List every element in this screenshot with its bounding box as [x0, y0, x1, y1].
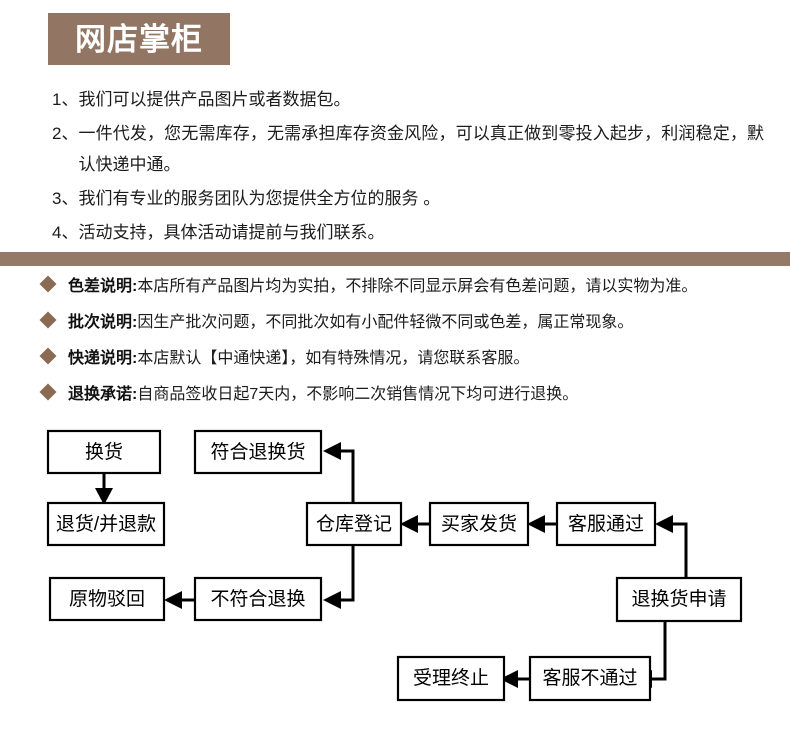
notes-list: 色差说明: 本店所有产品图片均为实拍，不排除不同显示屏会有色差问题，请以实物为准…: [39, 275, 772, 420]
flow-node-label: 退换货申请: [631, 588, 726, 610]
note-item: 批次说明: 因生产批次问题，不同批次如有小配件轻微不同或色差，属正常现象。: [39, 311, 772, 334]
flow-arrow-bufuhe-to-yuanwu: [164, 591, 194, 609]
note-label: 快递说明:: [68, 350, 138, 367]
flow-node-cangku-dengji[interactable]: 仓库登记: [305, 501, 403, 547]
flow-node-label: 客服通过: [568, 513, 644, 535]
note-label: 色差说明:: [68, 278, 138, 295]
flow-node-tuihuanhuo-shenqing[interactable]: 退换货申请: [615, 576, 743, 623]
flow-arrow-huanhuo-to-tuihuo: [95, 473, 113, 505]
diamond-bullet-icon: [39, 311, 57, 329]
flow-arrow-maijia-to-cangku: [400, 515, 430, 533]
diamond-bullet-icon: [39, 383, 57, 401]
flow-arrow-shenqing-to-kefu-tongguo: [655, 515, 688, 578]
flow-node-kefu-butongguo[interactable]: 客服不通过: [528, 655, 652, 702]
intro-list-item: 1、 我们可以提供产品图片或者数据包。: [52, 84, 764, 115]
note-text: 自商品签收日起7天内，不影响二次销售情况下均可进行退换。: [137, 386, 579, 403]
flow-node-fuhe-tuihuanhuo[interactable]: 符合退换货: [193, 429, 323, 475]
flow-node-label: 客服不通过: [542, 667, 637, 689]
intro-item-text: 我们有专业的服务团队为您提供全方位的服务 。: [78, 189, 441, 208]
flow-arrow-kefu-tongguo-to-maijia: [527, 515, 557, 533]
flow-node-label: 仓库登记: [316, 513, 392, 535]
intro-item-text: 活动支持，具体活动请提前与我们联系。: [78, 223, 385, 242]
note-item: 退换承诺: 自商品签收日起7天内，不影响二次销售情况下均可进行退换。: [39, 383, 772, 406]
flow-arrow-cangku-to-fuhe: [323, 442, 355, 503]
page-title: 网店掌柜: [75, 21, 203, 57]
flow-arrow-butongguo-to-shouli: [500, 670, 530, 688]
header-banner: 网店掌柜: [48, 13, 230, 65]
flow-node-yuanwu-bohui[interactable]: 原物驳回: [48, 576, 166, 622]
flow-node-label: 受理终止: [413, 667, 489, 689]
intro-list-item: 4、 活动支持，具体活动请提前与我们联系。: [52, 217, 764, 248]
flow-node-maijia-fahuo[interactable]: 买家发货: [428, 501, 530, 547]
intro-item-number: 3、: [52, 189, 79, 208]
intro-item-number: 2、: [52, 124, 79, 143]
flow-node-label: 符合退换货: [210, 441, 305, 463]
flow-node-label: 原物驳回: [69, 588, 145, 610]
flow-node-label: 不符合退换: [210, 588, 305, 610]
intro-item-text: 一件代发，您无需库存，无需承担库存资金风险，可以真正做到零投入起步，利润稳定，默…: [78, 124, 764, 174]
intro-item-text: 我们可以提供产品图片或者数据包。: [78, 90, 351, 109]
note-label: 退换承诺:: [68, 386, 138, 403]
note-text: 本店默认【中通快递】，如有特殊情况，请您联系客服。: [137, 350, 530, 367]
flow-node-label: 换货: [85, 441, 123, 463]
flow-node-shouli-zhongzhi[interactable]: 受理终止: [396, 655, 506, 702]
intro-list-item: 2、 一件代发，您无需库存，无需承担库存资金风险，可以真正做到零投入起步，利润稳…: [52, 118, 764, 180]
intro-list: 1、 我们可以提供产品图片或者数据包。 2、 一件代发，您无需库存，无需承担库存…: [52, 84, 764, 251]
flow-node-kefu-tongguo[interactable]: 客服通过: [555, 501, 657, 547]
flow-node-bufuhe-tuihuan[interactable]: 不符合退换: [193, 576, 323, 622]
section-divider: [0, 252, 790, 266]
flow-node-label: 买家发货: [441, 513, 517, 535]
returns-process-flowchart: 换货 退货/并退款 符合退换货 仓库登记 买家发货 客服通过: [0, 418, 790, 743]
flow-node-label: 退货/并退款: [56, 513, 156, 535]
flow-arrow-cangku-to-bufuhe: [323, 545, 355, 609]
note-text: 因生产批次问题，不同批次如有小配件轻微不同或色差，属正常现象。: [137, 314, 634, 331]
diamond-bullet-icon: [39, 275, 57, 293]
intro-item-number: 4、: [52, 223, 79, 242]
note-item: 快递说明: 本店默认【中通快递】，如有特殊情况，请您联系客服。: [39, 347, 772, 370]
flow-node-tuihuo-tuikuan[interactable]: 退货/并退款: [46, 501, 166, 547]
intro-list-item: 3、 我们有专业的服务团队为您提供全方位的服务 。: [52, 183, 764, 214]
intro-item-number: 1、: [52, 90, 79, 109]
diamond-bullet-icon: [39, 347, 57, 365]
note-item: 色差说明: 本店所有产品图片均为实拍，不排除不同显示屏会有色差问题，请以实物为准…: [39, 275, 772, 298]
note-text: 本店所有产品图片均为实拍，不排除不同显示屏会有色差问题，请以实物为准。: [137, 278, 698, 295]
note-label: 批次说明:: [68, 314, 138, 331]
flow-node-huanhuo[interactable]: 换货: [46, 429, 162, 475]
